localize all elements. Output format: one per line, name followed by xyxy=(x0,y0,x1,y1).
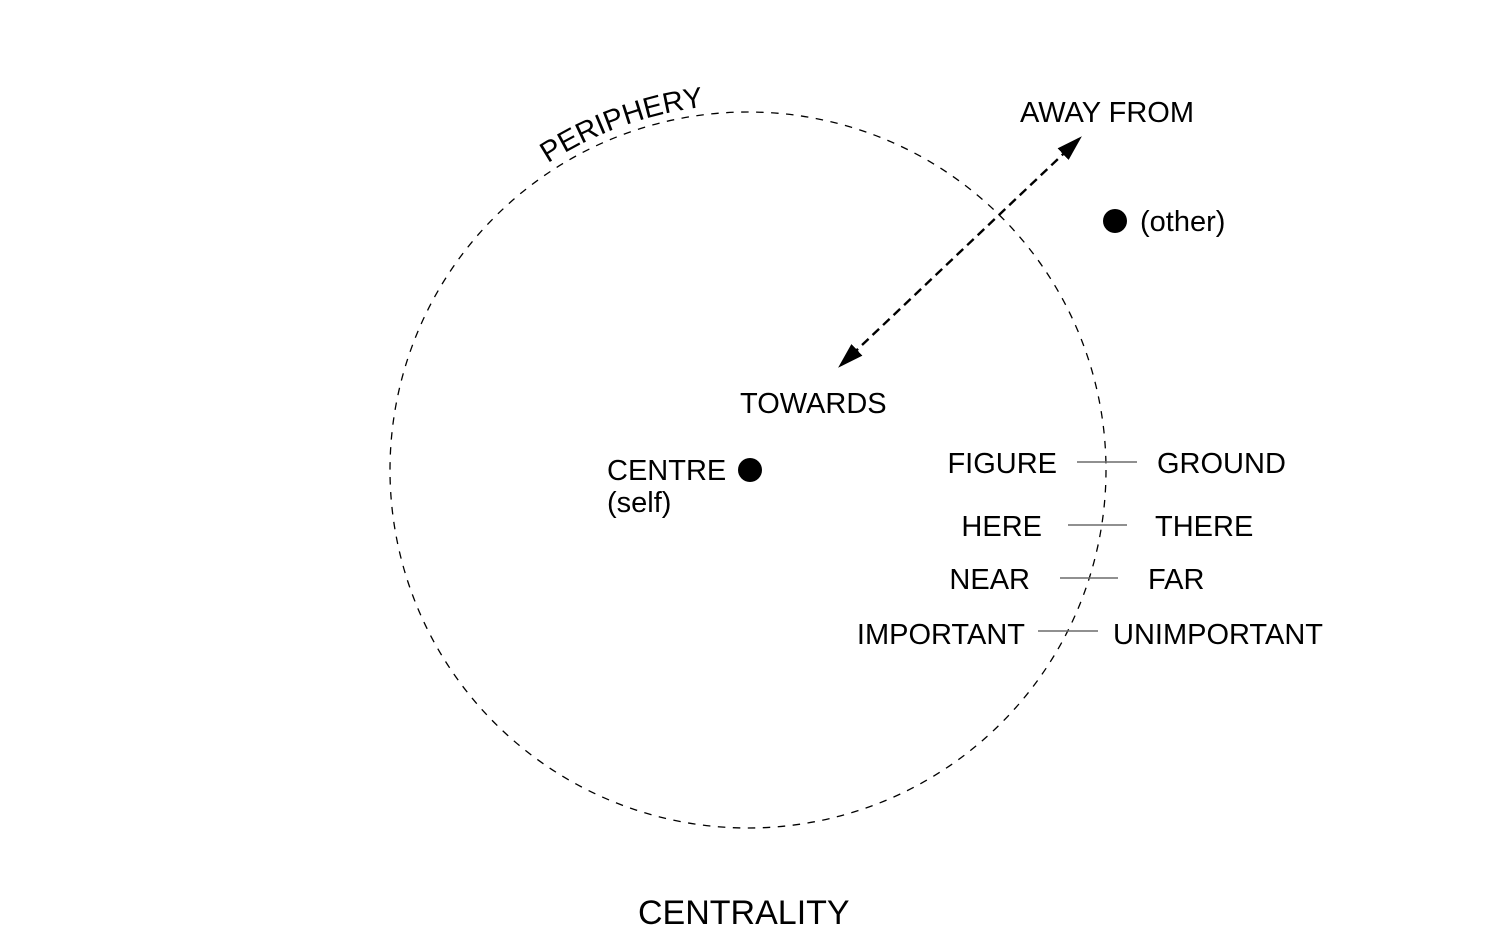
centrality-caption: CENTRALITY xyxy=(638,894,850,932)
pair-row-important-unimportant: IMPORTANT UNIMPORTANT xyxy=(857,619,1323,651)
other-label: (other) xyxy=(1140,206,1225,238)
centre-label: CENTRE xyxy=(607,455,726,487)
periphery-circle xyxy=(389,111,1107,829)
pair-row-here-there: HERE THERE xyxy=(961,511,1253,543)
pair-right-label: UNIMPORTANT xyxy=(1113,619,1323,651)
pair-left-label: HERE xyxy=(961,511,1042,543)
towards-label: TOWARDS xyxy=(740,388,887,420)
self-sublabel: (self) xyxy=(607,487,671,519)
pair-left-label: FIGURE xyxy=(947,448,1057,480)
pair-row-figure-ground: FIGURE GROUND xyxy=(947,448,1285,480)
periphery-label: PERIPHERY xyxy=(535,82,705,169)
pair-row-near-far: NEAR FAR xyxy=(949,564,1204,596)
away-from-label: AWAY FROM xyxy=(1020,97,1194,129)
pair-right-label: THERE xyxy=(1155,511,1253,543)
pair-right-label: GROUND xyxy=(1157,448,1286,480)
centre-self-dot xyxy=(738,458,762,482)
pair-right-label: FAR xyxy=(1148,564,1204,596)
pair-left-label: NEAR xyxy=(949,564,1030,596)
towards-awayfrom-arrow xyxy=(838,136,1082,368)
other-dot xyxy=(1103,209,1127,233)
pair-left-label: IMPORTANT xyxy=(857,619,1025,651)
